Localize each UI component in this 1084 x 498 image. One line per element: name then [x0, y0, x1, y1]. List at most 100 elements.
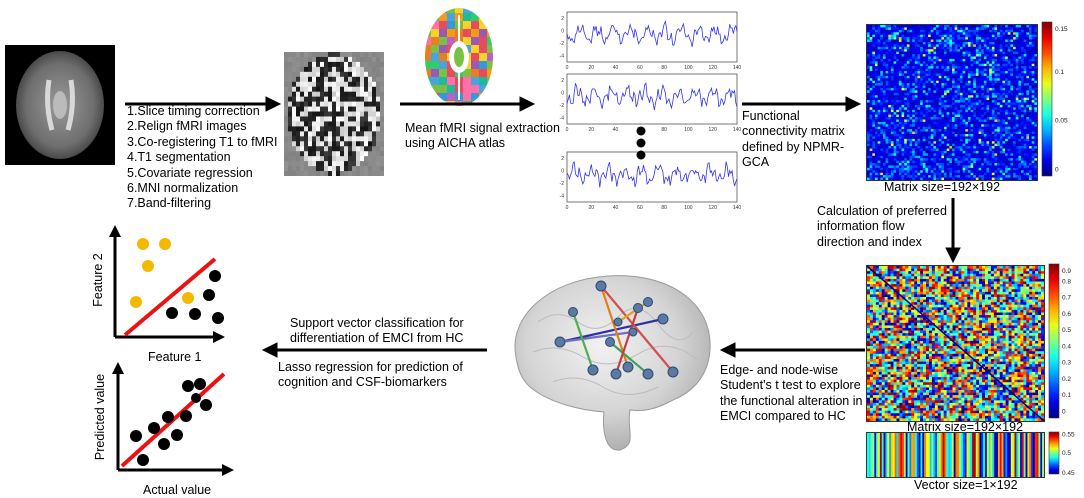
ts-xtick: 140 — [733, 65, 742, 71]
bold-signal-trace — [566, 20, 738, 47]
regression-scatter — [112, 362, 234, 476]
ts-xtick: 40 — [613, 65, 619, 71]
lasso-label: Lasso regression for prediction of cogni… — [278, 360, 463, 391]
preprocessing-step: 4.T1 segmentation — [127, 150, 231, 165]
colorbar-tick: 0.6 — [1062, 311, 1071, 318]
colorbar-tick: 0.1 — [1055, 69, 1064, 76]
colorbar-tick: 0.5 — [1062, 450, 1071, 457]
vector-bar — [866, 432, 1045, 478]
ttest-label: Edge- and node-wise Student's t test to … — [720, 363, 862, 425]
colorbar-tick: 0.2 — [1062, 376, 1071, 383]
preprocessing-step: 7.Band-filtering — [127, 196, 212, 211]
ts-ytick: 0 — [561, 91, 564, 97]
ts-ytick: 2 — [561, 16, 564, 22]
matrix2-caption: Matrix size=192×192 — [907, 420, 1024, 434]
colorbar-tick: 0.8 — [1062, 278, 1071, 285]
bold-signal-trace — [566, 161, 738, 188]
colorbar-tick: 0.1 — [1062, 392, 1071, 399]
ts-xtick: 140 — [733, 205, 742, 211]
connectivity-line: connectivity matrix — [742, 124, 845, 139]
colorbar-tick: 0.4 — [1062, 343, 1071, 350]
colorbar-tick: 0.7 — [1062, 295, 1071, 302]
scatter2-ylabel: Predicted value — [93, 374, 107, 460]
signal-extraction-line: Mean fMRI signal extraction — [405, 121, 560, 135]
ts-xtick: 100 — [684, 127, 693, 133]
arrow-flow-head — [945, 247, 961, 264]
scatter1-xlabel: Feature 1 — [148, 350, 202, 364]
colorbar-3: 0.550.50.45 — [1048, 432, 1075, 477]
classification-scatter — [109, 225, 225, 343]
ts-ytick: -2 — [560, 103, 565, 109]
ts-xtick: 20 — [589, 65, 595, 71]
ts-ytick: 2 — [561, 156, 564, 162]
preprocessed-image — [284, 52, 385, 177]
colorbar-tick: 0 — [1055, 166, 1059, 173]
signal-extraction-line: using AICHA atlas — [405, 136, 506, 151]
preprocessing-step: 1.Slice timing correction — [127, 104, 260, 118]
colorbar-tick: 0.5 — [1062, 327, 1071, 334]
lasso-line: cognition and CSF-biomarkers — [278, 375, 447, 390]
matrix1-caption: Matrix size=192×192 — [884, 180, 1001, 194]
ts-xtick: 100 — [684, 205, 693, 211]
colorbar-tick: 0 — [1062, 408, 1066, 415]
ts-ytick: -4 — [560, 54, 565, 60]
connectivity-line: defined by NPMR- — [742, 139, 845, 154]
ttest-line: EMCI compared to HC — [720, 409, 846, 424]
ts-xtick: 60 — [637, 65, 643, 71]
colorbar-tick: 0.15 — [1055, 26, 1068, 33]
flow-matrix — [866, 265, 1045, 422]
ts-xtick: 120 — [709, 65, 718, 71]
scatter2-xlabel: Actual value — [143, 483, 212, 497]
arrow-prediction-head — [261, 342, 278, 358]
ts-ytick: -2 — [560, 181, 565, 187]
ts-xtick: 120 — [709, 205, 718, 211]
ts-xtick: 140 — [733, 127, 742, 133]
vector-caption: Vector size=1×192 — [914, 478, 1018, 492]
ts-xtick: 80 — [661, 65, 667, 71]
ts-xtick: 100 — [684, 65, 693, 71]
scatter1-ylabel-holder: Feature 2 — [91, 253, 105, 307]
scatter1-ylabel: Feature 2 — [91, 253, 105, 307]
ts-ytick: 2 — [561, 78, 564, 84]
ts-ytick: 0 — [561, 29, 564, 35]
lasso-line: Lasso regression for prediction of — [278, 360, 463, 374]
ts-ytick: 0 — [561, 169, 564, 175]
ts-xtick: 20 — [589, 205, 595, 211]
colorbar-tick: 0.55 — [1062, 432, 1075, 439]
ttest-line: the functional alteration in — [720, 393, 863, 408]
raw-fmri-image — [5, 45, 115, 165]
ts-xtick: 0 — [566, 65, 569, 71]
bold-signal-trace — [566, 81, 738, 111]
ts-xtick: 60 — [637, 205, 643, 211]
ts-xtick: 20 — [589, 127, 595, 133]
ts-xtick: 120 — [709, 127, 718, 133]
ts-xtick: 80 — [661, 205, 667, 211]
colorbar-1: 0.15 0.1 0.05 0 — [1041, 21, 1068, 177]
preprocessing-step: 3.Co-registering T1 to fMRI — [127, 134, 278, 149]
svm-label: Support vector classification for differ… — [290, 316, 464, 347]
brain-network-3d — [514, 275, 711, 451]
connectivity-line: Functional — [742, 109, 800, 123]
svm-line: differentiation of EMCI from HC — [290, 331, 464, 346]
ttest-line: Student's t test to explore — [720, 378, 861, 393]
flow-line: direction and index — [817, 234, 922, 249]
ts-ytick: -4 — [560, 194, 565, 200]
ts-xtick: 60 — [637, 127, 643, 133]
colorbar-2: 0.9 0.8 0.7 0.6 0.5 0.4 0.3 0.2 0.1 0 — [1048, 263, 1071, 419]
arrow-connectivity-head — [845, 96, 862, 112]
flow-label: Calculation of preferred information flo… — [817, 204, 947, 250]
colorbar-tick: 0.05 — [1055, 118, 1068, 125]
connectivity-label: Functional connectivity matrix defined b… — [742, 109, 845, 171]
ts-xtick: 40 — [613, 127, 619, 133]
preprocessed-noise-graphic — [284, 52, 385, 177]
atlas-graphic — [425, 8, 493, 106]
ts-xtick: 80 — [661, 127, 667, 133]
connectivity-line: GCA — [742, 155, 770, 170]
ts-xtick: 40 — [613, 205, 619, 211]
raw-fmri-brain-graphic — [16, 51, 104, 159]
svm-line: Support vector classification for — [290, 316, 464, 330]
colorbar-tick: 0.9 — [1062, 268, 1071, 275]
colorbar-tick: 0.3 — [1062, 360, 1071, 367]
